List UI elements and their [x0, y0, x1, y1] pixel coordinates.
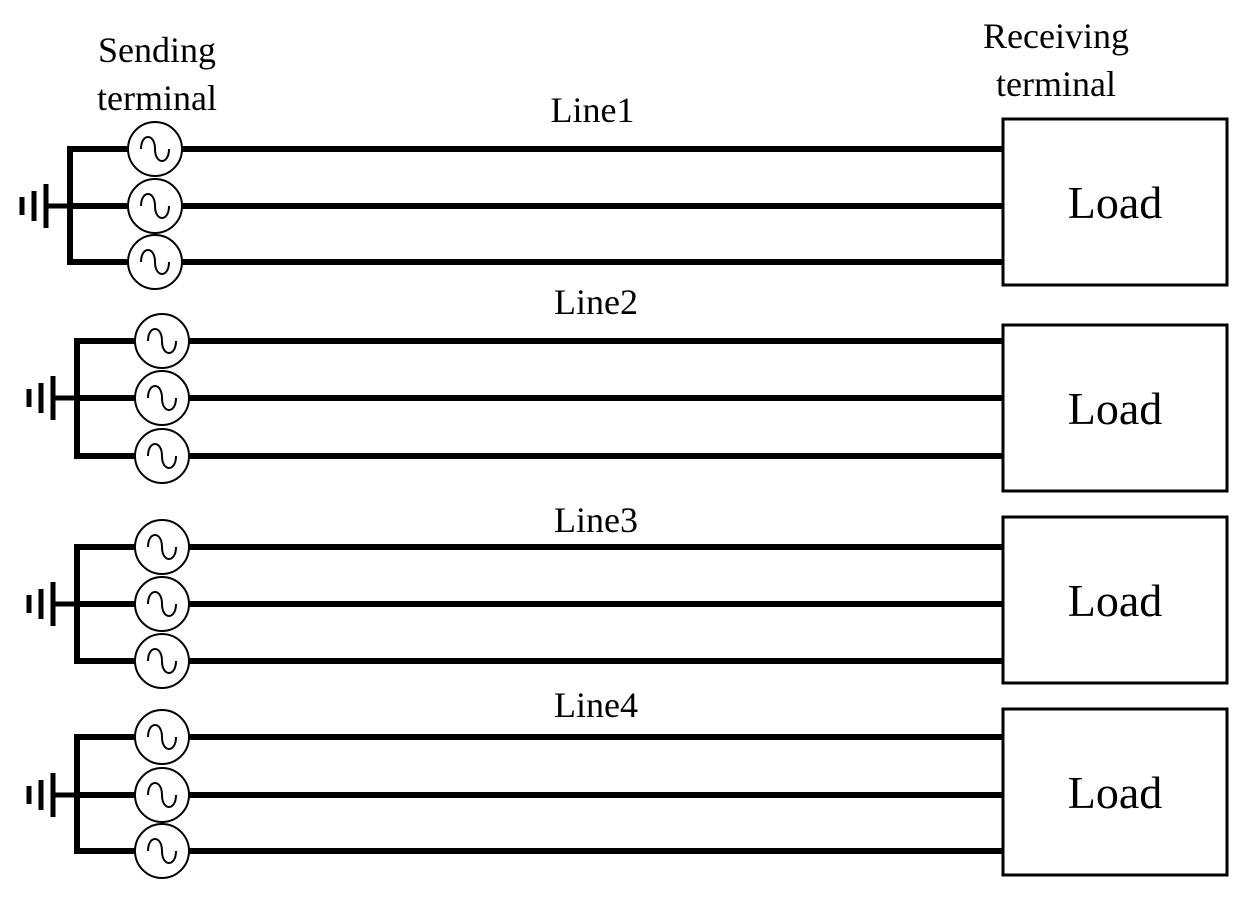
sine-wave-glyph — [147, 443, 177, 469]
line-label: Line4 — [554, 685, 638, 725]
sine-wave-glyph — [147, 724, 177, 750]
sine-wave-glyph — [140, 193, 170, 219]
ac-source-icon — [127, 178, 183, 234]
sine-wave-glyph — [147, 838, 177, 864]
ac-source-icon — [127, 121, 183, 177]
sine-wave-glyph — [147, 782, 177, 808]
load-box — [1001, 707, 1229, 877]
sine-wave-glyph — [147, 534, 177, 560]
sine-wave-glyph — [147, 328, 177, 354]
ac-source-icon — [134, 519, 190, 575]
load-label: Load — [1068, 177, 1163, 228]
load-label: Load — [1068, 383, 1163, 434]
ac-source-icon — [134, 576, 190, 632]
load-box — [1001, 323, 1229, 493]
load-box — [1001, 117, 1229, 287]
ground-icon — [26, 376, 77, 420]
ac-source-icon — [134, 370, 190, 426]
ground-icon — [19, 184, 70, 228]
ground-icon — [26, 773, 77, 817]
sine-wave-glyph — [140, 249, 170, 275]
sine-wave-glyph — [140, 136, 170, 162]
load-label: Load — [1068, 767, 1163, 818]
ac-source-icon — [134, 823, 190, 879]
line-label: Line2 — [554, 282, 638, 322]
sine-wave-glyph — [147, 591, 177, 617]
load-label: Load — [1068, 575, 1163, 626]
receiving-terminal-label-line1: Receiving — [983, 16, 1129, 56]
ac-source-icon — [134, 709, 190, 765]
ac-source-icon — [134, 428, 190, 484]
line-label: Line1 — [551, 90, 635, 130]
line-label: Line3 — [554, 500, 638, 540]
sending-terminal-label-line1: Sending — [98, 30, 216, 70]
sine-wave-glyph — [147, 648, 177, 674]
ac-source-icon — [134, 767, 190, 823]
ac-source-icon — [134, 313, 190, 369]
ac-source-icon — [134, 633, 190, 689]
sine-wave-glyph — [147, 385, 177, 411]
sending-terminal-label-line2: terminal — [97, 78, 217, 118]
ground-icon — [26, 582, 77, 626]
ac-source-icon — [127, 234, 183, 290]
load-box — [1001, 515, 1229, 685]
receiving-terminal-label-line2: terminal — [996, 64, 1116, 104]
